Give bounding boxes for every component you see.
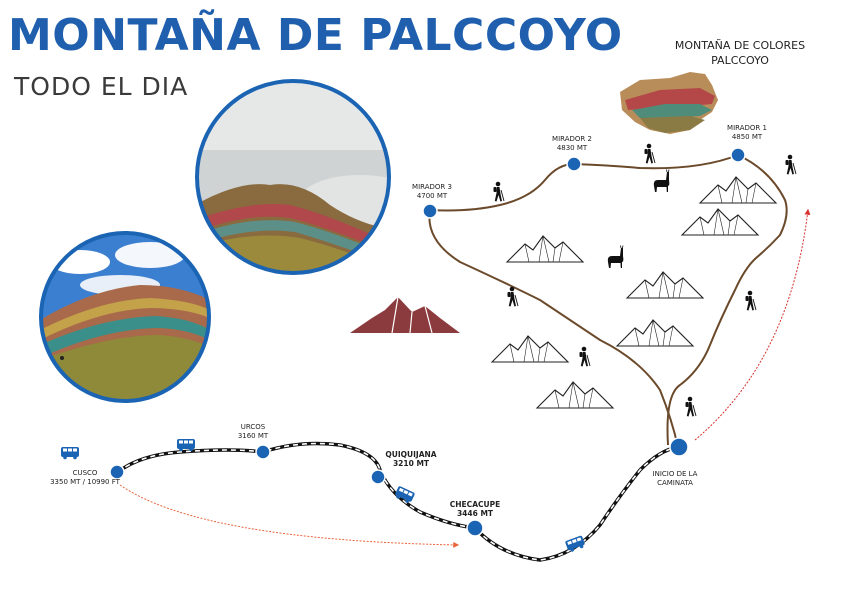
label-mirador1-name: MIRADOR 1: [727, 124, 767, 132]
marker-mirador2: [566, 156, 582, 172]
label-urcos-altitude: 3160 MT: [237, 432, 269, 440]
marker-mirador1: [730, 147, 746, 163]
photo-circle-rainbow-mountain: [39, 231, 211, 403]
marker-inicio: [669, 437, 689, 457]
marker-mirador3: [422, 203, 438, 219]
inset-title-line2: PALCCOYO: [711, 54, 769, 67]
label-quiquijana: QUIQUIJANA 3210 MT: [376, 450, 446, 468]
page-title: MONTAÑA DE PALCCOYO: [8, 10, 623, 61]
marker-cusco: [109, 464, 125, 480]
label-urcos: URCOS 3160 MT: [223, 423, 283, 441]
inset-photo-palccoyo: [620, 72, 718, 134]
label-mirador3: MIRADOR 3 4700 MT: [400, 183, 464, 201]
label-inicio-name2: CAMINATA: [657, 479, 693, 487]
photo-circle-mountain-mist: [195, 79, 391, 275]
marker-urcos: [255, 444, 271, 460]
label-mirador2-name: MIRADOR 2: [552, 135, 592, 143]
label-checacupe: CHECACUPE 3446 MT: [440, 500, 510, 518]
decorative-red-mountain: [350, 296, 460, 334]
label-mirador1: MIRADOR 1 4850 MT: [715, 124, 779, 142]
label-mirador2-altitude: 4830 MT: [556, 144, 588, 152]
label-cusco: CUSCO 3350 MT / 10990 FT: [30, 469, 140, 487]
inset-title-line1: MONTAÑA DE COLORES: [674, 39, 806, 52]
inset-title: MONTAÑA DE COLORES PALCCOYO: [650, 38, 830, 68]
label-cusco-altitude: 3350 MT / 10990 FT: [50, 478, 120, 486]
hiking-trail: [428, 154, 788, 448]
arrow-inicio-to-mirador: [694, 208, 811, 441]
label-mirador3-altitude: 4700 MT: [416, 192, 448, 200]
label-checacupe-altitude: 3446 MT: [456, 509, 494, 518]
label-mirador1-altitude: 4850 MT: [731, 133, 763, 141]
marker-checacupe: [466, 519, 484, 537]
label-urcos-name: URCOS: [240, 423, 266, 431]
label-mirador3-name: MIRADOR 3: [412, 183, 452, 191]
label-checacupe-name: CHECACUPE: [449, 500, 501, 509]
label-quiquijana-altitude: 3210 MT: [392, 459, 430, 468]
page-subtitle: TODO EL DIA: [14, 72, 189, 101]
stop-markers: [109, 147, 746, 537]
label-inicio-name: INICIO DE LA: [652, 470, 698, 478]
label-quiquijana-name: QUIQUIJANA: [385, 450, 437, 459]
label-mirador2: MIRADOR 2 4830 MT: [540, 135, 604, 153]
marker-quiquijana: [370, 469, 386, 485]
bus-route: [116, 441, 679, 562]
label-inicio: INICIO DE LA CAMINATA: [640, 470, 710, 488]
label-cusco-name: CUSCO: [72, 469, 98, 477]
